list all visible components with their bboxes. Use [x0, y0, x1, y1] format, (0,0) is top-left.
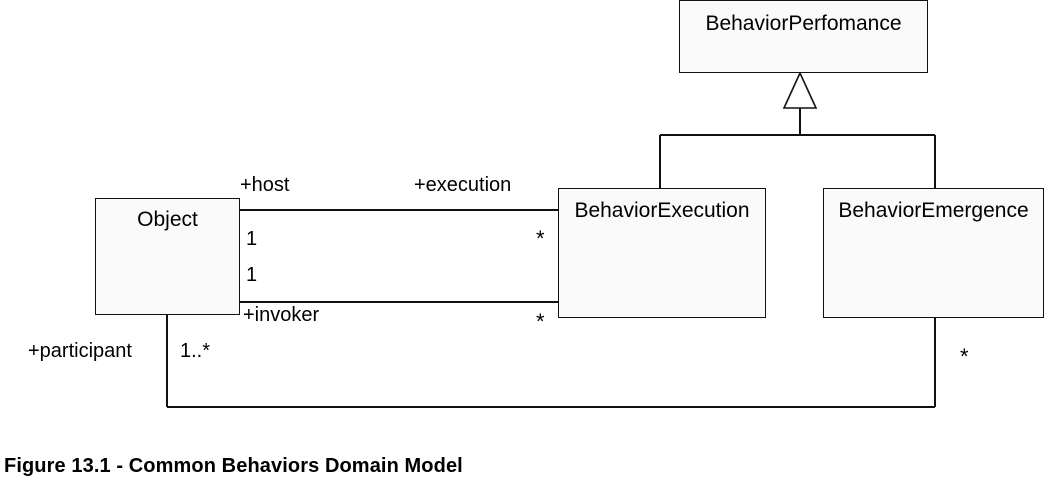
class-box-behavior-emergence[interactable]: BehaviorEmergence — [823, 188, 1044, 318]
role-label-invoker: +invoker — [243, 304, 320, 326]
generalization-arrowhead — [782, 71, 818, 109]
class-name-behavior-perfomance: BehaviorPerfomance — [705, 12, 902, 35]
role-label-participant: +participant — [28, 340, 132, 362]
class-box-object[interactable]: Object — [95, 198, 240, 315]
class-box-behavior-execution[interactable]: BehaviorExecution — [558, 188, 766, 318]
multiplicity-invoker: 1 — [246, 264, 258, 286]
class-name-behavior-emergence: BehaviorEmergence — [838, 199, 1029, 222]
role-label-host: +host — [240, 174, 290, 196]
multiplicity-participant: 1..* — [180, 340, 211, 362]
class-box-behavior-perfomance[interactable]: BehaviorPerfomance — [679, 0, 928, 73]
figure-caption: Figure 13.1 - Common Behaviors Domain Mo… — [4, 455, 463, 477]
multiplicity-invoker-star: * — [536, 309, 545, 334]
multiplicity-host: 1 — [246, 228, 258, 250]
class-name-object: Object — [137, 208, 198, 231]
class-name-behavior-execution: BehaviorExecution — [574, 199, 750, 222]
role-label-execution: +execution — [414, 174, 512, 196]
multiplicity-execution-star: * — [536, 226, 545, 251]
multiplicity-emergence-star: * — [960, 344, 969, 369]
